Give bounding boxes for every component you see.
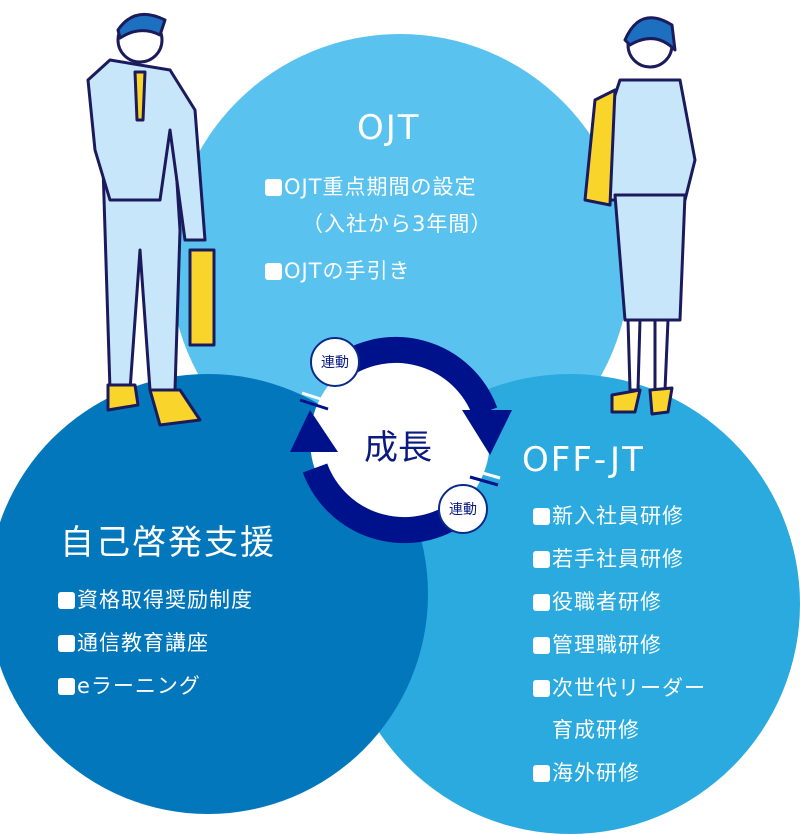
growth-label: 成長 bbox=[364, 428, 432, 468]
bullet-square-icon bbox=[58, 678, 75, 695]
bullet-square-icon bbox=[58, 592, 75, 609]
bullet-square-icon bbox=[533, 680, 550, 697]
bullet-square-icon bbox=[533, 765, 550, 782]
self-development-item: eラーニング bbox=[58, 676, 201, 697]
ojt-item-note: （入社から3年間） bbox=[302, 212, 493, 236]
off-jt-item: 新入社員研修 bbox=[533, 506, 684, 527]
link-badge-bottom: 連動 bbox=[438, 484, 488, 534]
bullet-square-icon bbox=[533, 637, 550, 654]
ojt-item: OJTの手引き bbox=[265, 261, 411, 282]
off-jt-item: 役職者研修 bbox=[533, 592, 662, 613]
bullet-square-icon bbox=[265, 263, 282, 280]
self-development-title: 自己啓発支援 bbox=[60, 523, 276, 563]
off-jt-item-continued: 育成研修 bbox=[552, 718, 640, 742]
bullet-square-icon bbox=[533, 508, 550, 525]
ojt-title: OJT bbox=[357, 108, 421, 148]
off-jt-item: 海外研修 bbox=[533, 763, 640, 784]
off-jt-item: 若手社員研修 bbox=[533, 549, 684, 570]
off-jt-title: OFF-JT bbox=[522, 440, 645, 480]
bullet-square-icon bbox=[533, 551, 550, 568]
self-development-item: 資格取得奨励制度 bbox=[58, 590, 253, 611]
businesswoman-illustration bbox=[583, 16, 697, 416]
bullet-square-icon bbox=[533, 594, 550, 611]
off-jt-item: 次世代リーダー bbox=[533, 678, 706, 699]
bullet-square-icon bbox=[265, 179, 282, 196]
ojt-item: OJT重点期間の設定 bbox=[265, 177, 477, 198]
self-development-item: 通信教育講座 bbox=[58, 633, 209, 654]
link-badge-top: 連動 bbox=[310, 337, 360, 387]
bullet-square-icon bbox=[58, 635, 75, 652]
off-jt-item: 管理職研修 bbox=[533, 635, 662, 656]
businessman-illustration bbox=[86, 12, 216, 427]
